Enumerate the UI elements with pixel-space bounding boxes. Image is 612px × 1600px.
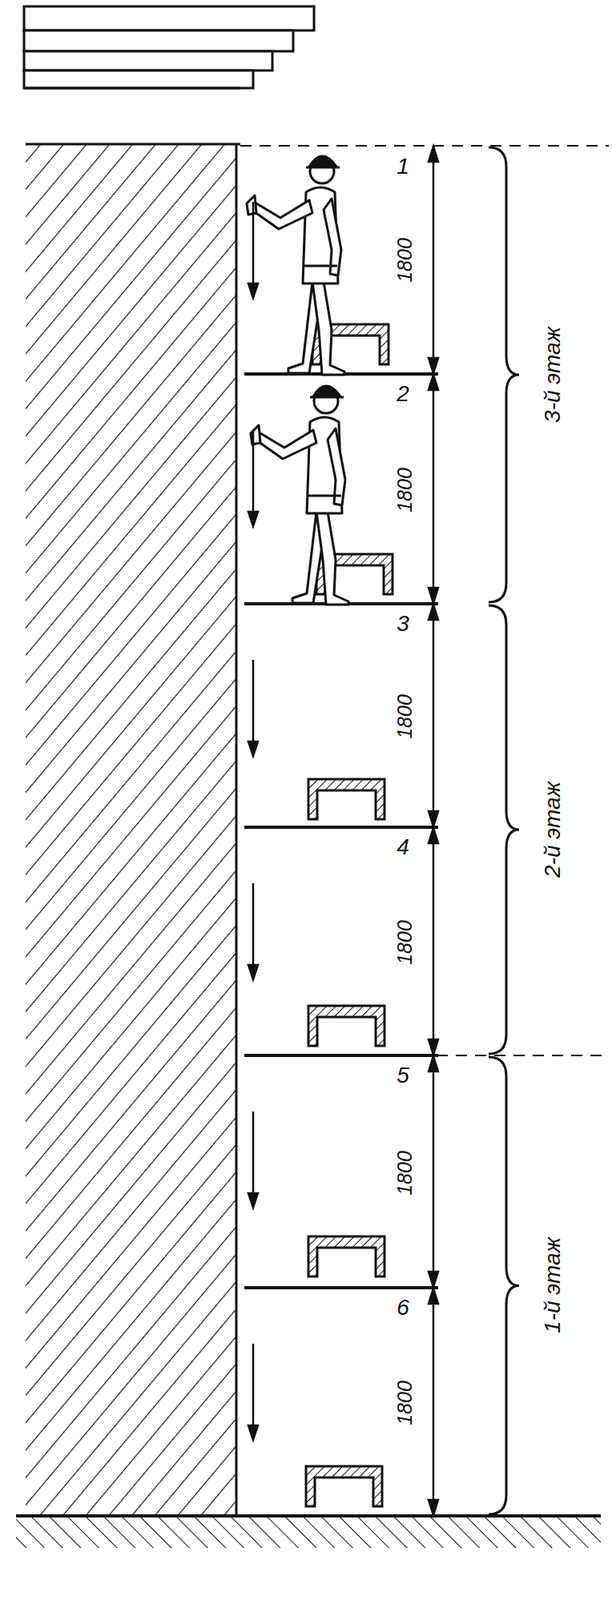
arrow-head bbox=[248, 1193, 258, 1208]
direction-arrow bbox=[252, 1111, 255, 1197]
dimension-arrow bbox=[428, 1288, 439, 1305]
dimension-arrow bbox=[428, 604, 439, 621]
dimension-arrow bbox=[428, 1500, 439, 1516]
floor-label: 1-й этаж bbox=[540, 1235, 565, 1337]
floor-label: 3-й этаж bbox=[540, 324, 565, 426]
dimension-value: 1800 bbox=[394, 1378, 416, 1429]
direction-arrow bbox=[252, 201, 255, 287]
dimension-value: 1800 bbox=[394, 918, 416, 968]
arrow-head bbox=[248, 511, 258, 527]
callout-number: 3 bbox=[394, 612, 412, 637]
dimension-arrow bbox=[428, 587, 439, 604]
dimension-arrow bbox=[428, 1272, 439, 1288]
dimension-arrow bbox=[428, 1056, 439, 1072]
floor-brace bbox=[488, 147, 520, 603]
dimension-arrow bbox=[428, 358, 439, 374]
arrow-head bbox=[248, 283, 258, 298]
floor-brace bbox=[488, 1057, 520, 1515]
floor-brace bbox=[488, 605, 520, 1055]
dimension-arrow bbox=[428, 828, 439, 844]
direction-arrow bbox=[252, 883, 255, 969]
callout-number: 6 bbox=[394, 1296, 412, 1321]
arrow-head bbox=[248, 741, 258, 757]
dimension-arrow bbox=[428, 1039, 439, 1055]
direction-arrow bbox=[252, 430, 255, 516]
dimension-arrow bbox=[428, 374, 439, 391]
dimension-arrow bbox=[428, 146, 439, 162]
direction-arrow bbox=[252, 660, 255, 745]
dimension-arrow bbox=[428, 811, 439, 827]
floor-label: 2-й этаж bbox=[540, 779, 565, 881]
callout-number: 5 bbox=[394, 1063, 412, 1088]
callout-number: 4 bbox=[394, 835, 412, 860]
arrow-head bbox=[248, 1425, 258, 1441]
dimension-value: 1800 bbox=[394, 235, 416, 286]
arrow-head bbox=[248, 965, 258, 980]
callout-number: 1 bbox=[394, 154, 412, 179]
direction-arrow bbox=[252, 1344, 255, 1430]
callout-number: 2 bbox=[394, 382, 412, 407]
dimension-value: 1800 bbox=[394, 465, 416, 516]
dimension-value: 1800 bbox=[394, 1148, 416, 1199]
dimension-value: 1800 bbox=[394, 692, 416, 742]
